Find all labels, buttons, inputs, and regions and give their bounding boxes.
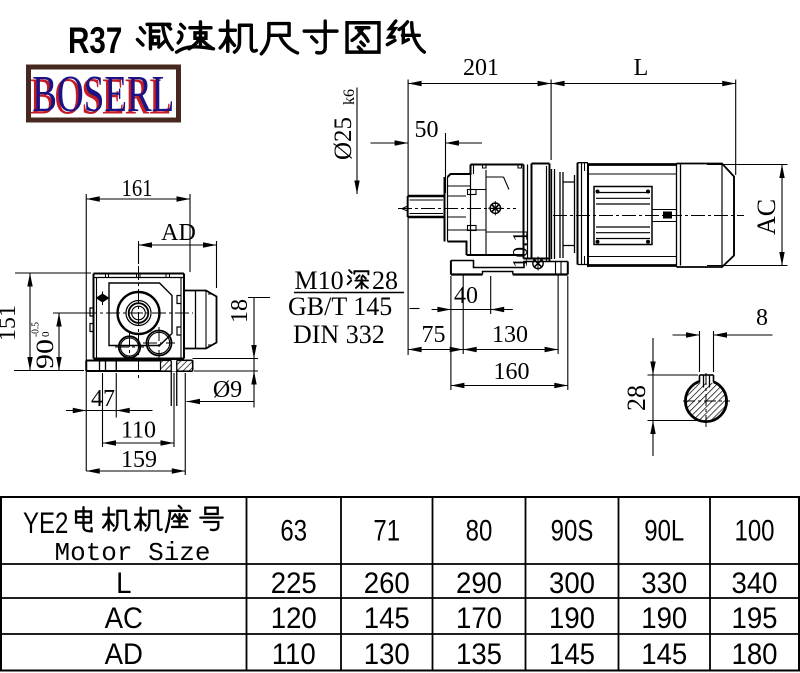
svg-text:159: 159 (121, 447, 157, 473)
svg-text:DIN 332: DIN 332 (293, 320, 385, 349)
svg-text:18: 18 (227, 299, 253, 323)
svg-text:120: 120 (271, 602, 317, 635)
svg-text:Ø9: Ø9 (213, 377, 242, 403)
svg-text:Motor Size: Motor Size (54, 538, 210, 568)
svg-text:10.1: 10.1 (508, 231, 532, 268)
svg-text:190: 190 (549, 602, 595, 635)
svg-text:L: L (634, 55, 649, 81)
svg-text:k6: k6 (341, 89, 358, 105)
svg-text:170: 170 (456, 602, 502, 635)
svg-text:AD: AD (105, 638, 143, 671)
svg-text:151: 151 (0, 305, 21, 341)
svg-text:330: 330 (641, 567, 687, 600)
svg-text:130: 130 (492, 322, 528, 348)
svg-text:R37: R37 (68, 20, 122, 62)
svg-text:201: 201 (463, 55, 499, 81)
svg-text:AD: AD (161, 220, 196, 246)
svg-text:63: 63 (280, 513, 307, 547)
svg-text:BOSERL: BOSERL (30, 68, 172, 125)
svg-text:GB/T 145: GB/T 145 (288, 292, 392, 321)
svg-text:225: 225 (271, 567, 317, 600)
svg-text:290: 290 (456, 567, 502, 600)
svg-text:75: 75 (422, 322, 446, 348)
svg-text:130: 130 (364, 638, 410, 671)
svg-text:110: 110 (121, 418, 156, 444)
svg-text:110: 110 (272, 638, 316, 671)
svg-text:YE2: YE2 (23, 505, 68, 539)
svg-text:47: 47 (91, 386, 115, 412)
svg-text:300: 300 (549, 567, 595, 600)
svg-text:135: 135 (456, 638, 502, 671)
svg-text:340: 340 (731, 567, 777, 600)
svg-text:50: 50 (415, 117, 439, 143)
svg-text:8: 8 (756, 305, 768, 331)
svg-text:90S: 90S (551, 513, 594, 547)
svg-text:Ø25: Ø25 (330, 117, 357, 160)
svg-text:28: 28 (622, 385, 651, 411)
svg-text:AC: AC (105, 602, 143, 635)
svg-text:90L: 90L (644, 513, 684, 547)
svg-text:145: 145 (549, 638, 595, 671)
svg-text:145: 145 (641, 638, 687, 671)
svg-text:161: 161 (122, 176, 153, 202)
svg-text:195: 195 (731, 602, 777, 635)
svg-text:0: 0 (40, 331, 52, 337)
svg-text:145: 145 (364, 602, 410, 635)
svg-text:80: 80 (466, 513, 493, 547)
svg-text:AC: AC (752, 199, 781, 235)
svg-text:BOSERL: BOSERL (32, 66, 174, 123)
svg-text:190: 190 (641, 602, 687, 635)
svg-text:160: 160 (494, 359, 530, 385)
svg-text:260: 260 (364, 567, 410, 600)
svg-text:90: 90 (32, 339, 59, 369)
svg-text:-0.5: -0.5 (30, 322, 42, 337)
svg-text:28: 28 (372, 266, 398, 295)
svg-text:71: 71 (373, 513, 400, 547)
svg-text:L: L (116, 567, 131, 600)
svg-text:180: 180 (731, 638, 777, 671)
svg-text:40: 40 (454, 283, 478, 309)
svg-text:100: 100 (734, 513, 774, 547)
svg-text:M10: M10 (295, 266, 344, 295)
